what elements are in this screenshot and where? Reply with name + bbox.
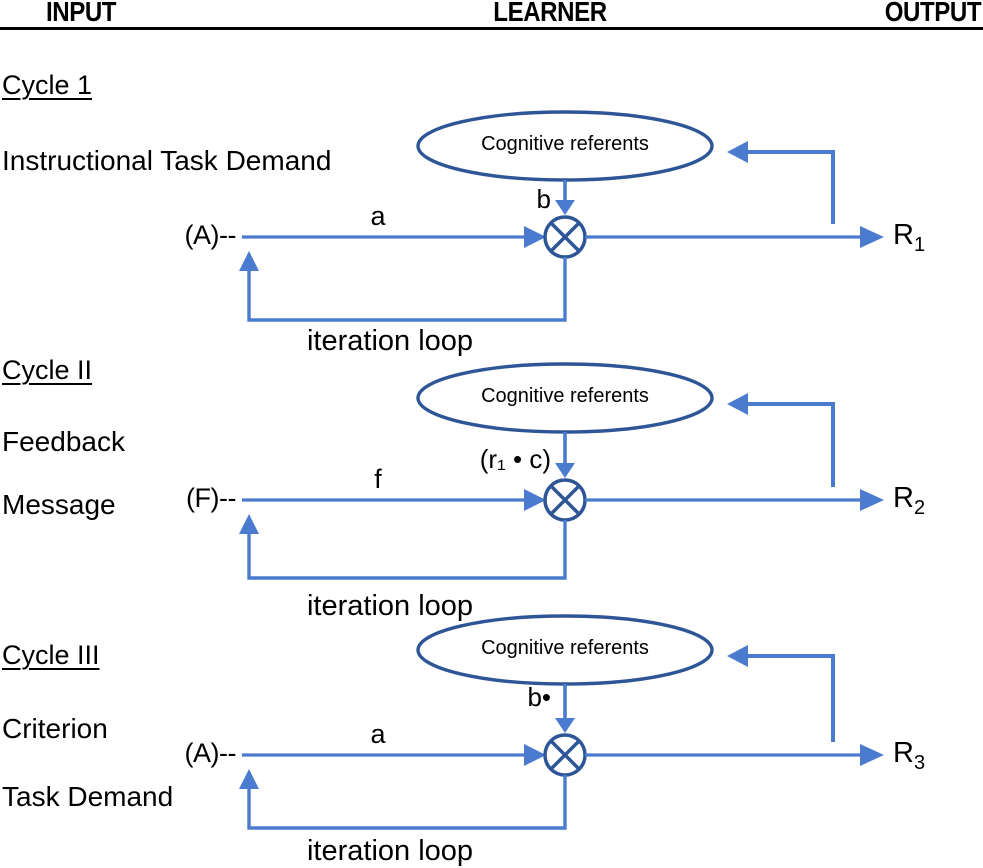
cycle-3-output-base: R <box>893 737 914 769</box>
cycle-3-iteration-loop-arrowhead-icon <box>239 769 259 789</box>
cycle-1-referents-drop-arrowhead-icon <box>555 200 575 215</box>
cycle-1-output-subscript: 1 <box>913 233 926 256</box>
cycle-2-output-label: R2 <box>893 484 925 518</box>
cycle-1-gate-label: b <box>536 184 551 214</box>
cycle-2-output-subscript: 2 <box>913 496 926 519</box>
cycle-1-path-label: a <box>370 201 386 231</box>
cycle-1-input-arrowhead-icon <box>524 226 546 248</box>
cycle-3-gate-label: b• <box>527 682 551 712</box>
cycle-2-input-label-line2: Message <box>2 489 116 520</box>
cycle-1-iteration-loop-label: iteration loop <box>306 325 474 357</box>
cycle-1-ellipse-label: Cognitive referents <box>481 133 649 155</box>
cycle-3-input-label-line1: Criterion <box>2 713 108 744</box>
cycle-2-iteration-loop-arrowhead-icon <box>239 514 259 534</box>
cycle-3-feedback-arrowhead-icon <box>727 645 748 667</box>
cycle-3-referents-drop-arrowhead-icon <box>555 718 575 733</box>
cycle-1-source-label: (A)-- <box>184 220 237 250</box>
cycle-2-gate-label: (r₁ • c) <box>479 444 551 474</box>
cycle-1-feedback-line <box>748 150 835 224</box>
cycle-2-diagram <box>239 362 884 580</box>
column-header-input: INPUT <box>46 0 117 27</box>
cycle-2-output-base: R <box>893 482 914 514</box>
cycle-2-path-label: f <box>374 464 382 494</box>
cycle-1-title: Cycle 1 <box>2 70 93 100</box>
cycle-2-iteration-loop-line <box>247 520 567 580</box>
cycle-3-feedback-line <box>748 654 835 742</box>
cycle-3-title: Cycle III <box>2 640 100 670</box>
cycle-2-ellipse-label: Cognitive referents <box>481 385 649 407</box>
cycle-1-iteration-loop-line <box>247 257 567 322</box>
cycle-2-feedback-line <box>748 402 835 487</box>
cycle-2-gate-cross-stroke <box>550 485 580 515</box>
cycle-2-input-label-line1: Feedback <box>2 426 125 457</box>
cycle-1-diagram <box>239 110 884 322</box>
cycle-3-output-subscript: 3 <box>913 751 926 774</box>
cycle-3-output-label: R3 <box>893 739 925 773</box>
cycle-2-referents-drop-arrowhead-icon <box>555 463 575 478</box>
cycle-3-iteration-loop-line <box>247 775 567 830</box>
cycle-3-gate-cross-stroke <box>550 740 580 770</box>
cycle-3-source-label: (A)-- <box>184 738 237 768</box>
cycle-3-input-label-line2: Task Demand <box>2 781 174 812</box>
cycle-3-path-label: a <box>370 719 386 749</box>
cycle-1-gate-cross-stroke <box>550 222 580 252</box>
cycle-2-feedback-arrowhead-icon <box>727 393 748 415</box>
cycle-3-diagram <box>239 614 884 830</box>
cycle-2-output-arrowhead-icon <box>860 489 884 511</box>
cycle-2-input-arrowhead-icon <box>524 489 546 511</box>
cycle-1-output-base: R <box>893 219 914 251</box>
header-divider-line <box>0 27 983 30</box>
cycle-1-feedback-arrowhead-icon <box>727 141 748 163</box>
cycle-1-output-label: R1 <box>893 221 925 255</box>
cycle-3-output-arrowhead-icon <box>860 744 884 766</box>
cycle-1-output-arrowhead-icon <box>860 226 884 248</box>
cycle-2-iteration-loop-label: iteration loop <box>306 590 474 622</box>
column-header-output: OUTPUT <box>884 0 982 27</box>
column-header-learner: LEARNER <box>493 0 607 27</box>
cycle-3-iteration-loop-label: iteration loop <box>306 835 474 867</box>
cycle-1-iteration-loop-arrowhead-icon <box>239 251 259 271</box>
cycle-2-source-label: (F)-- <box>186 483 236 513</box>
cycle-3-ellipse-label: Cognitive referents <box>481 637 649 659</box>
cycle-3-input-arrowhead-icon <box>524 744 546 766</box>
cycle-2-title: Cycle II <box>2 355 93 385</box>
cycle-1-input-label: Instructional Task Demand <box>2 145 332 176</box>
